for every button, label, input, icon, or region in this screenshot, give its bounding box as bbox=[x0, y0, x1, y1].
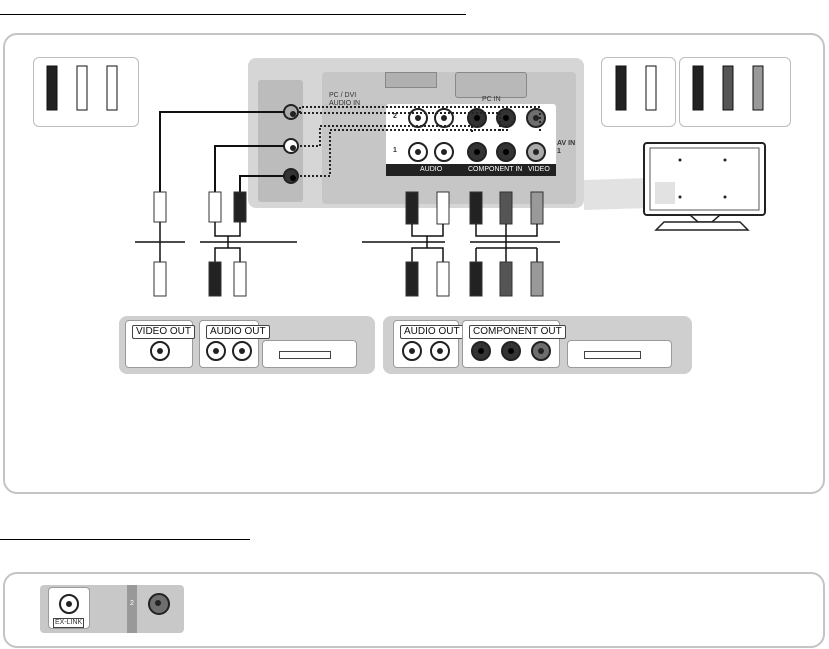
exlink-neighbor-jack bbox=[148, 593, 170, 615]
exlink-section-underline bbox=[0, 539, 250, 540]
cable-legend-audio bbox=[601, 57, 676, 127]
tv-stand-base bbox=[654, 221, 750, 231]
tv-jack-area bbox=[655, 182, 675, 204]
audio-out-label-1: AUDIO OUT bbox=[206, 325, 270, 339]
component-out-card: COMPONENT OUT bbox=[462, 320, 566, 368]
component-out-label: COMPONENT OUT bbox=[469, 325, 566, 339]
disc-tray-2 bbox=[584, 351, 641, 359]
audio-out-label-2: AUDIO OUT bbox=[400, 325, 464, 339]
audio-label: AUDIO bbox=[420, 166, 443, 173]
audio-out-card-2: AUDIO OUT bbox=[393, 320, 464, 368]
row-2-label: 2 bbox=[393, 113, 397, 120]
component-out-pb-jack bbox=[501, 341, 521, 361]
audio-out-r-jack-2 bbox=[430, 341, 450, 361]
pc-dvi-audio-in-label: PC / DVI AUDIO IN bbox=[329, 92, 361, 107]
video-out-card: VIDEO OUT bbox=[125, 320, 196, 368]
rear-plugs-top bbox=[405, 191, 544, 225]
component-in-label: COMPONENT IN bbox=[468, 166, 523, 173]
video-out-label: VIDEO OUT bbox=[132, 325, 196, 339]
component-out-pr-jack bbox=[531, 341, 551, 361]
hdmi-port bbox=[385, 72, 437, 88]
exlink-jack bbox=[59, 594, 79, 614]
row-1-label: 1 bbox=[393, 147, 397, 154]
side-plugs-top bbox=[153, 191, 247, 223]
component-out-y-jack bbox=[471, 341, 491, 361]
audio-out-r-jack-1 bbox=[232, 341, 252, 361]
dvd-player-1 bbox=[262, 340, 357, 368]
av-in-1-label: AV IN 1 bbox=[557, 140, 576, 155]
device-plugs bbox=[153, 261, 544, 297]
pc-in-port bbox=[455, 72, 527, 98]
pc-in-label: PC IN bbox=[482, 96, 501, 103]
disc-tray-1 bbox=[279, 351, 331, 359]
component-y-jack-1 bbox=[467, 142, 487, 162]
zoom-callout bbox=[584, 178, 650, 210]
section-title-underline bbox=[0, 14, 466, 15]
audio-r-jack-1 bbox=[434, 142, 454, 162]
component-pb-jack-1 bbox=[496, 142, 516, 162]
legend-av-plugs bbox=[46, 65, 118, 111]
audio-out-l-jack-1 bbox=[206, 341, 226, 361]
exlink-divider bbox=[127, 585, 137, 633]
exlink-card: EX-LINK bbox=[48, 587, 90, 629]
cable-brackets bbox=[135, 222, 560, 262]
video-out-jack bbox=[150, 341, 170, 361]
audio-l-jack-1 bbox=[408, 142, 428, 162]
audio-out-l-jack-2 bbox=[402, 341, 422, 361]
legend-audio-plugs bbox=[615, 65, 657, 111]
audio-out-card-1: AUDIO OUT bbox=[199, 320, 270, 368]
jack-label-strip bbox=[386, 164, 556, 176]
legend-component-plugs bbox=[692, 65, 764, 111]
video-jack-1 bbox=[526, 142, 546, 162]
signal-paths bbox=[299, 106, 541, 177]
side-cables bbox=[159, 111, 284, 192]
exlink-row-2-label: 2 bbox=[130, 600, 134, 607]
tv-stand-neck bbox=[688, 214, 722, 223]
dvd-player-2 bbox=[567, 340, 672, 368]
video-label: VIDEO bbox=[528, 166, 550, 173]
exlink-label: EX-LINK bbox=[53, 618, 85, 628]
